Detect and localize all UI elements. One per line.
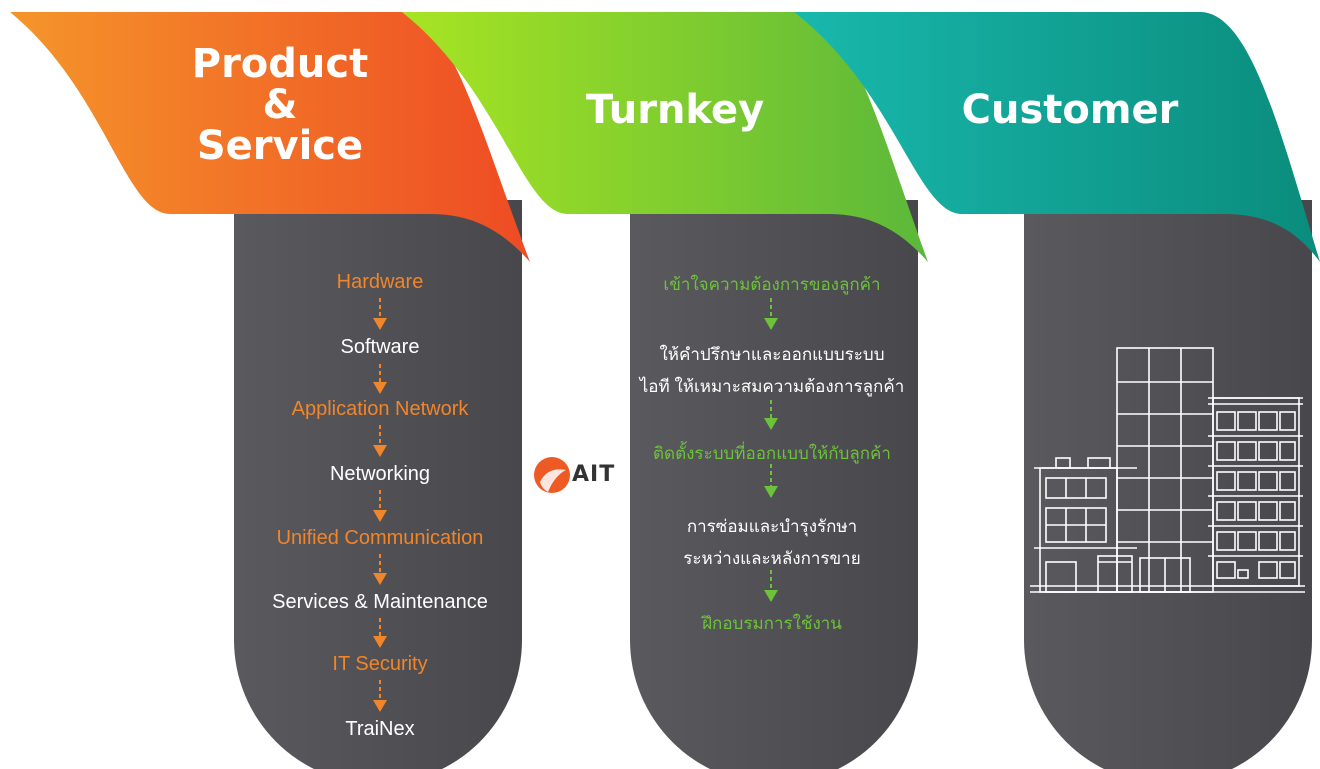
arrow-down-icon [764,464,778,498]
customer-capsule [1024,200,1312,769]
arrow-down-icon [373,554,387,585]
product-service-capsule [234,200,522,769]
product-service-arrows [373,298,387,712]
product-service-banner [10,12,530,262]
arrow-down-icon [373,425,387,457]
turnkey-capsule [630,200,918,769]
list-item-services-maintenance: Services & Maintenance [272,591,488,613]
list-item-trainex: TraiNex [345,718,415,740]
arrow-down-icon [373,490,387,522]
customer-banner [794,12,1320,262]
arrow-down-icon [764,400,778,430]
building-icon [1030,347,1305,593]
list-item-it-security: IT Security [332,653,428,675]
arrow-down-icon [764,570,778,602]
list-item-training: ฝึกอบรมการใช้งาน [702,614,842,633]
title-line: Customer [961,87,1179,133]
list-item-application-network: Application Network [291,398,469,420]
title-line: Product [191,41,369,87]
arrow-down-icon [373,364,387,394]
list-item-install: ติดตั้งระบบที่ออกแบบให้กับลูกค้า [653,444,891,463]
list-item-maintenance: การซ่อมและบำรุงรักษา [686,517,858,536]
list-item-consult-design: ให้คำปรึกษาและออกแบบระบบ [659,345,885,364]
arrow-down-icon [764,298,778,330]
product-service-title: Product & Service [170,44,390,166]
list-item-understand-needs: เข้าใจความต้องการของลูกค้า [663,275,881,294]
list-item-software: Software [340,336,420,358]
list-item-unified-communication: Unified Communication [276,527,484,549]
customer-title: Customer [945,90,1195,131]
ait-logo-mark [534,457,570,493]
title-line: Service [196,122,364,169]
arrow-down-icon [373,298,387,330]
title-line: Turnkey [585,87,765,133]
list-item-networking: Networking [329,463,431,485]
turnkey-title: Turnkey [560,90,790,131]
list-item-hardware: Hardware [336,271,424,293]
turnkey-arrows [764,298,778,602]
arrow-down-icon [373,680,387,712]
turnkey-banner [402,12,928,262]
list-item-it-fit-needs: ไอที ให้เหมาะสมความต้องการลูกค้า [639,377,905,396]
list-item-during-after-sale: ระหว่างและหลังการขาย [683,549,861,568]
ait-logo-text: AIT [572,462,616,487]
arrow-down-icon [373,618,387,648]
title-line: & [262,81,298,128]
